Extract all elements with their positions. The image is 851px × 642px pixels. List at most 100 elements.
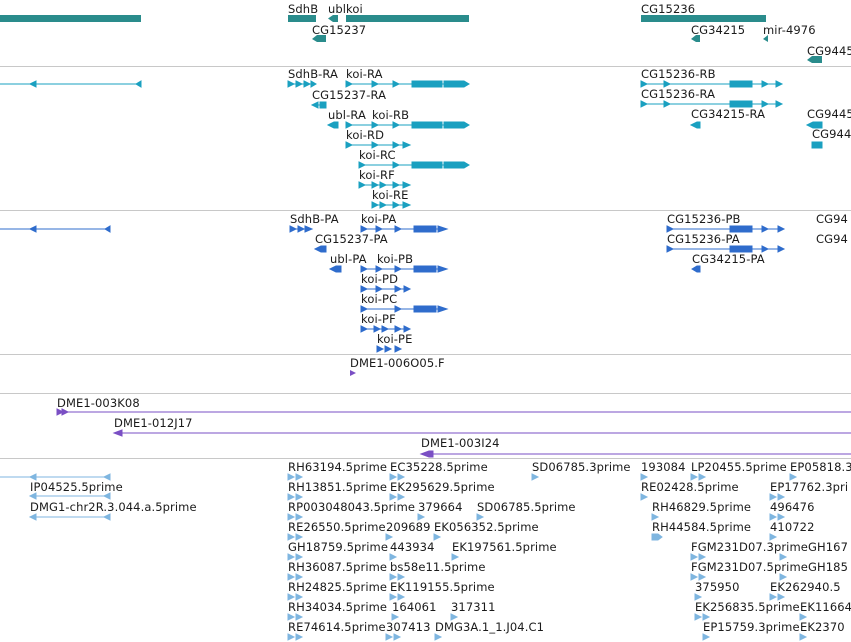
est-label[interactable]: GH167 xyxy=(808,540,849,554)
est-label[interactable]: DMG3A.1_1.J04.C1 xyxy=(435,620,544,634)
gene-label-koi[interactable]: koi xyxy=(346,2,363,16)
track-separator xyxy=(0,354,851,355)
gene-feature xyxy=(346,15,469,22)
est-label[interactable]: RH34034.5prime xyxy=(288,600,388,614)
protein-label[interactable]: koi-PB xyxy=(377,252,414,266)
clone-label[interactable]: DME1-012J17 xyxy=(114,416,193,430)
transcript-label[interactable]: koi-RC xyxy=(359,148,396,162)
transcript-label[interactable]: CG34215-RA xyxy=(691,107,766,121)
est-label[interactable]: RH46829.5prime xyxy=(652,500,752,514)
est-label[interactable]: RE26550.5prime xyxy=(288,520,386,534)
cdna-track-glyphs xyxy=(350,370,356,376)
est-label[interactable]: RH24825.5prime xyxy=(288,580,388,594)
transcript-label[interactable]: ubl-RA xyxy=(328,108,366,122)
est-label[interactable]: 317311 xyxy=(451,600,496,614)
clone-label[interactable]: DME1-003I24 xyxy=(421,436,500,450)
transcript-track: SdhB-RA koi-RA CG15237-RA ubl-RA koi-RB … xyxy=(0,67,851,210)
est-label[interactable]: DMG1-chr2R.3.044.a.5prime xyxy=(30,500,197,514)
transcript-label[interactable]: CG15236-RB xyxy=(641,67,716,81)
est-label[interactable]: EK197561.5prime xyxy=(452,540,557,554)
est-label[interactable]: EK295629.5prime xyxy=(390,480,495,494)
est-label[interactable]: 164061 xyxy=(392,600,437,614)
est-label[interactable]: EK262940.5 xyxy=(770,580,841,594)
est-label[interactable]: RE02428.5prime xyxy=(641,480,739,494)
est-label[interactable]: EK119155.5prime xyxy=(390,580,495,594)
cdna-label[interactable]: DME1-006O05.F xyxy=(350,356,445,370)
gene-feature xyxy=(691,35,700,42)
est-label[interactable]: EP17762.3pri xyxy=(770,480,849,494)
protein-label[interactable]: koi-PC xyxy=(361,292,398,306)
est-label[interactable]: 410722 xyxy=(770,520,815,534)
est-label[interactable]: GH18759.5prime xyxy=(288,540,389,554)
est-label[interactable]: SD06785.5prime xyxy=(477,500,576,514)
protein-label[interactable]: CG15236-PA xyxy=(667,232,740,246)
est-label[interactable]: 443934 xyxy=(390,540,435,554)
est-label[interactable]: EP15759.3prime xyxy=(703,620,800,634)
est-label[interactable]: EK11664 xyxy=(800,600,851,614)
transcript-label[interactable]: koi-RD xyxy=(346,128,385,142)
gene-feature xyxy=(641,15,766,22)
est-label[interactable]: RH36087.5prime xyxy=(288,560,388,574)
est-label[interactable]: EK056352.5prime xyxy=(434,520,539,534)
protein-label[interactable]: CG15236-PB xyxy=(667,212,741,226)
gene-label-mir4976[interactable]: mir-4976 xyxy=(763,23,816,37)
protein-label[interactable]: CG94 xyxy=(816,212,848,226)
protein-track-glyphs xyxy=(0,225,786,353)
transcript-label[interactable]: CG9445 xyxy=(807,107,851,121)
est-label[interactable]: RH13851.5prime xyxy=(288,480,388,494)
protein-label[interactable]: koi-PA xyxy=(361,212,397,226)
cdna-track: DME1-006O05.F xyxy=(0,355,851,393)
est-label[interactable]: EP05818.3 xyxy=(790,460,851,474)
est-label[interactable]: FGM231D07.3prime xyxy=(691,540,808,554)
protein-label[interactable]: CG15237-PA xyxy=(315,232,388,246)
protein-label[interactable]: CG94 xyxy=(816,232,848,246)
est-label[interactable]: GH185 xyxy=(808,560,849,574)
est-label[interactable]: 209689 xyxy=(386,520,431,534)
transcript-label[interactable]: CG15237-RA xyxy=(312,88,387,102)
est-label[interactable]: RE74614.5prime xyxy=(288,620,386,634)
gene-label-cg15237[interactable]: CG15237 xyxy=(312,23,367,37)
est-label[interactable]: EK256835.5prime xyxy=(695,600,800,614)
est-label[interactable]: bs58e11.5prime xyxy=(390,560,486,574)
est-label[interactable]: 193084 xyxy=(641,460,686,474)
transcript-label[interactable]: SdhB-RA xyxy=(288,67,339,81)
est-label[interactable]: IP04525.5prime xyxy=(30,480,123,494)
transcript-label[interactable]: CG944 xyxy=(812,127,851,141)
protein-label[interactable]: CG34215-PA xyxy=(692,252,765,266)
gene-label-sdhb[interactable]: SdhB xyxy=(288,2,319,16)
est-label[interactable]: EK2370 xyxy=(800,620,845,634)
gene-feature xyxy=(328,15,338,22)
est-label[interactable]: EC35228.5prime xyxy=(390,460,488,474)
protein-label[interactable]: koi-PE xyxy=(377,332,413,346)
est-label[interactable]: 379664 xyxy=(418,500,463,514)
est-label[interactable]: SD06785.3prime xyxy=(532,460,631,474)
gene-track-glyphs xyxy=(0,15,822,63)
est-label[interactable]: 307413 xyxy=(386,620,431,634)
est-label[interactable]: 375950 xyxy=(695,580,740,594)
protein-track: SdhB-PA koi-PA CG15237-PA ubl-PA koi-PB … xyxy=(0,211,851,354)
transcript-label[interactable]: koi-RA xyxy=(346,67,383,81)
transcript-label[interactable]: koi-RB xyxy=(372,108,410,122)
protein-label[interactable]: SdhB-PA xyxy=(290,212,339,226)
est-label[interactable]: RP003048043.5prime xyxy=(288,500,416,514)
gene-feature xyxy=(288,15,316,22)
est-label[interactable]: LP20455.5prime xyxy=(691,460,787,474)
est-label[interactable]: RH44584.5prime xyxy=(652,520,752,534)
est-label[interactable]: RH63194.5prime xyxy=(288,460,388,474)
transcript-label[interactable]: koi-RE xyxy=(372,188,409,202)
transcript-label[interactable]: CG15236-RA xyxy=(641,87,716,101)
gene-label-cg15236[interactable]: CG15236 xyxy=(641,2,696,16)
gene-label-cg34215[interactable]: CG34215 xyxy=(691,23,746,37)
est-label[interactable]: FGM231D07.5prime xyxy=(691,560,808,574)
clone-label[interactable]: DME1-003K08 xyxy=(57,396,140,410)
transcript-label[interactable]: koi-RF xyxy=(359,168,395,182)
protein-label[interactable]: koi-PF xyxy=(361,312,396,326)
gene-feature xyxy=(763,35,768,42)
gene-feature xyxy=(312,35,326,42)
gene-label-cg9445[interactable]: CG9445 xyxy=(807,44,851,58)
gene-label-ubl[interactable]: ubl xyxy=(328,2,347,16)
protein-label[interactable]: koi-PD xyxy=(361,272,399,286)
est-glyph-row xyxy=(287,473,798,481)
est-label[interactable]: 496476 xyxy=(770,500,815,514)
protein-label[interactable]: ubl-PA xyxy=(330,252,367,266)
